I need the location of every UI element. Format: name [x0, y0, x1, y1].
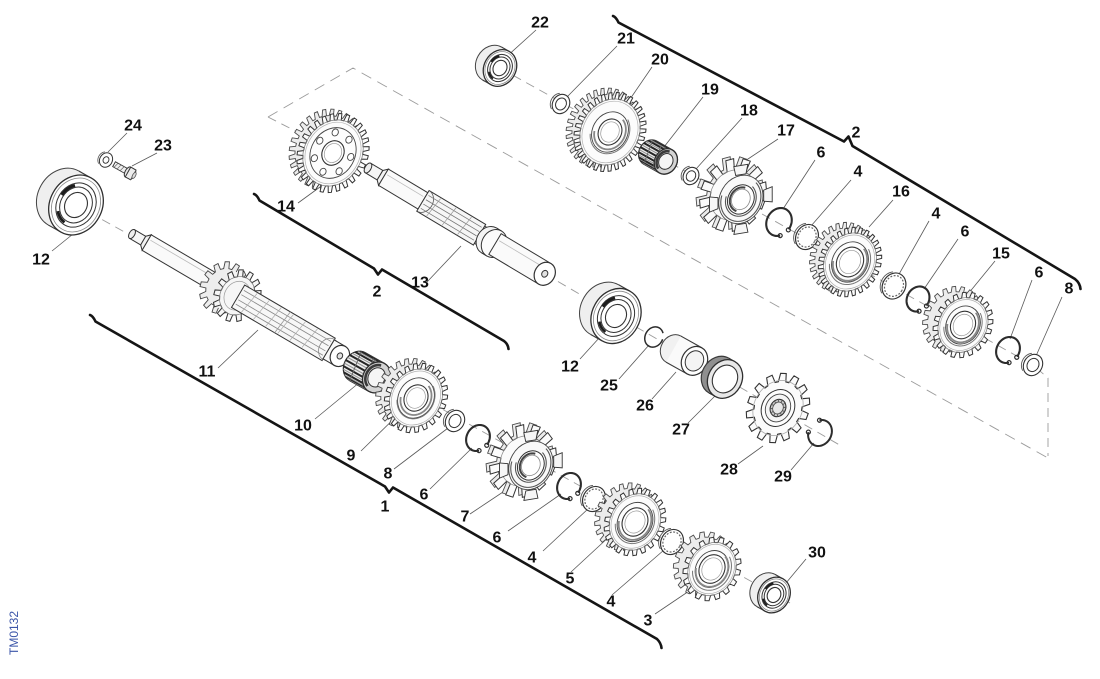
svg-text:16: 16	[892, 184, 910, 201]
svg-text:6: 6	[493, 530, 502, 547]
svg-text:30: 30	[808, 545, 826, 562]
svg-text:27: 27	[672, 422, 690, 439]
svg-text:2: 2	[373, 284, 382, 301]
svg-text:18: 18	[740, 103, 758, 120]
svg-text:5: 5	[566, 571, 575, 588]
svg-text:8: 8	[1065, 281, 1074, 298]
svg-text:6: 6	[420, 487, 429, 504]
svg-text:10: 10	[294, 418, 312, 435]
svg-text:6: 6	[817, 145, 826, 162]
svg-text:11: 11	[199, 364, 216, 381]
svg-text:1: 1	[381, 499, 390, 516]
svg-text:17: 17	[777, 123, 795, 140]
svg-text:8: 8	[384, 466, 393, 483]
svg-text:23: 23	[154, 138, 172, 155]
svg-text:28: 28	[720, 462, 738, 479]
svg-text:12: 12	[561, 359, 579, 376]
svg-text:TM0132: TM0132	[7, 611, 21, 655]
svg-text:29: 29	[774, 469, 792, 486]
svg-text:4: 4	[528, 550, 537, 567]
svg-text:25: 25	[600, 378, 618, 395]
svg-text:3: 3	[644, 613, 653, 630]
svg-text:24: 24	[124, 118, 142, 135]
svg-text:9: 9	[347, 448, 356, 465]
svg-text:13: 13	[411, 275, 429, 292]
svg-text:15: 15	[992, 246, 1010, 263]
svg-text:4: 4	[932, 206, 941, 223]
svg-text:2: 2	[852, 125, 861, 142]
svg-text:22: 22	[531, 15, 549, 32]
svg-text:19: 19	[701, 82, 719, 99]
svg-text:20: 20	[651, 52, 669, 69]
svg-text:12: 12	[32, 252, 50, 269]
svg-text:6: 6	[961, 224, 970, 241]
svg-text:14: 14	[277, 199, 295, 216]
svg-text:26: 26	[636, 398, 654, 415]
svg-text:7: 7	[461, 509, 470, 526]
svg-text:4: 4	[607, 594, 616, 611]
svg-text:21: 21	[617, 31, 635, 48]
svg-text:6: 6	[1035, 265, 1044, 282]
svg-text:4: 4	[854, 164, 863, 181]
